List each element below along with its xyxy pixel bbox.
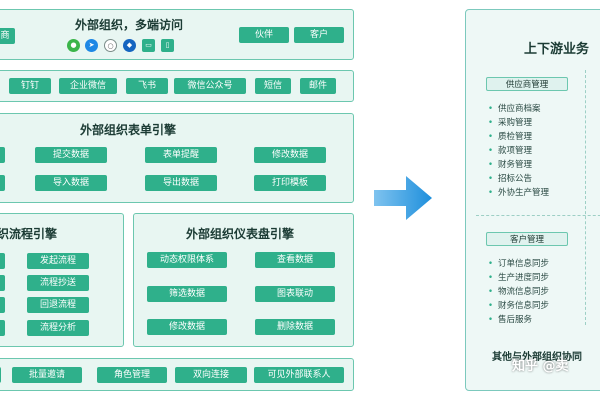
channel-email-button[interactable]: 邮件 xyxy=(300,78,336,94)
supplier-item: 质检管理 xyxy=(488,130,532,142)
customer-item: 财务信息同步 xyxy=(488,299,549,311)
batch-invite-button[interactable]: 批量邀请 xyxy=(12,367,82,383)
form-engine-panel: 外部组织表单引擎 提交数据 表单提醒 修改数据 导入数据 导出数据 打印模板 xyxy=(0,113,354,203)
channel-feishu-button[interactable]: 飞书 xyxy=(126,78,168,94)
dashboard-modify-data-button[interactable]: 修改数据 xyxy=(147,319,227,335)
dashboard-engine-title: 外部组织仪表盘引擎 xyxy=(186,227,295,241)
flow-arrow-icon xyxy=(374,176,432,220)
top-access-panel: 外部组织，多端访问 商 ● ➤ ○ ◆ ▭ ▯ 伙伴 客户 xyxy=(0,9,354,60)
channels-bar: 钉钉 企业微信 飞书 微信公众号 短信 邮件 xyxy=(0,70,354,102)
customer-item: 物流信息同步 xyxy=(488,285,549,297)
chart-linkage-button[interactable]: 图表联动 xyxy=(255,286,335,302)
business-panel: 上下游业务 供应商管理 供应商档案 采购管理 质检管理 款项管理 财务管理 招标… xyxy=(465,9,600,391)
export-data-button[interactable]: 导出数据 xyxy=(145,175,217,191)
import-data-button[interactable]: 导入数据 xyxy=(35,175,107,191)
dashboard-engine-panel: 外部组织仪表盘引擎 动态权限体系 查看数据 筛选数据 图表联动 修改数据 删除数… xyxy=(133,213,354,347)
rollback-flow-button[interactable]: 回退流程 xyxy=(27,297,89,313)
view-data-button[interactable]: 查看数据 xyxy=(255,252,335,268)
customer-item: 售后服务 xyxy=(488,313,532,325)
horizontal-divider xyxy=(476,215,600,216)
supplier-item: 财务管理 xyxy=(488,158,532,170)
other-collaboration-footer: 其他与外部组织协同 xyxy=(492,352,582,363)
modify-data-button[interactable]: 修改数据 xyxy=(254,147,326,163)
top-panel-title: 外部组织，多端访问 xyxy=(75,18,184,32)
customer-item: 生产进度同步 xyxy=(488,271,549,283)
bottom-function-bar: 批量邀请 角色管理 双向连接 可见外部联系人 xyxy=(0,358,354,391)
chat-bubble-icon: ○ xyxy=(104,39,117,52)
flow-analysis-button[interactable]: 流程分析 xyxy=(27,320,89,336)
feishu-icon: ➤ xyxy=(85,39,98,52)
channel-dingtalk-button[interactable]: 钉钉 xyxy=(9,78,51,94)
flow-engine-panel: 织流程引擎 发起流程 流程抄送 回退流程 流程分析 xyxy=(0,213,124,347)
mobile-icon: ▯ xyxy=(161,39,174,52)
flow-cc-button[interactable]: 流程抄送 xyxy=(27,275,89,291)
bidirectional-connect-button[interactable]: 双向连接 xyxy=(175,367,247,383)
business-panel-title: 上下游业务 xyxy=(524,42,590,57)
flow-cut-button-2[interactable] xyxy=(0,275,5,291)
channel-wework-button[interactable]: 企业微信 xyxy=(59,78,117,94)
partner-type-button-cut[interactable]: 商 xyxy=(0,28,15,44)
flow-cut-button-3[interactable] xyxy=(0,297,5,313)
channel-sms-button[interactable]: 短信 xyxy=(255,78,291,94)
customer-management-header: 客户管理 xyxy=(486,232,568,246)
vertical-divider xyxy=(585,70,586,325)
delete-data-button[interactable]: 删除数据 xyxy=(255,319,335,335)
form-cut-button-2[interactable] xyxy=(0,175,5,191)
submit-data-button[interactable]: 提交数据 xyxy=(35,147,107,163)
wechat-icon: ● xyxy=(67,39,80,52)
role-management-button[interactable]: 角色管理 xyxy=(97,367,167,383)
flow-engine-title: 织流程引擎 xyxy=(0,227,58,241)
flow-cut-button-1[interactable] xyxy=(0,253,5,269)
customer-item: 订单信息同步 xyxy=(488,257,549,269)
bottom-cut-button[interactable] xyxy=(0,367,1,383)
channel-wechat-mp-button[interactable]: 微信公众号 xyxy=(174,78,246,94)
filter-data-button[interactable]: 筛选数据 xyxy=(147,286,227,302)
print-template-button[interactable]: 打印模板 xyxy=(254,175,326,191)
supplier-item: 供应商档案 xyxy=(488,102,541,114)
customer-button[interactable]: 客户 xyxy=(294,27,344,43)
dynamic-permission-button[interactable]: 动态权限体系 xyxy=(147,252,227,268)
supplier-item: 采购管理 xyxy=(488,116,532,128)
form-reminder-button[interactable]: 表单提醒 xyxy=(145,147,217,163)
settings-shield-icon: ◆ xyxy=(123,39,136,52)
form-cut-button-1[interactable] xyxy=(0,147,5,163)
zhihu-watermark: 知乎 @卖 xyxy=(512,359,569,374)
supplier-item: 外协生产管理 xyxy=(488,186,549,198)
supplier-item: 款项管理 xyxy=(488,144,532,156)
form-engine-title: 外部组织表单引擎 xyxy=(80,123,177,137)
visible-contacts-button[interactable]: 可见外部联系人 xyxy=(254,367,344,383)
start-flow-button[interactable]: 发起流程 xyxy=(27,253,89,269)
partner-button[interactable]: 伙伴 xyxy=(239,27,289,43)
supplier-item: 招标公告 xyxy=(488,172,532,184)
monitor-icon: ▭ xyxy=(142,39,155,52)
flow-cut-button-4[interactable] xyxy=(0,320,5,336)
supplier-management-header: 供应商管理 xyxy=(486,77,568,91)
